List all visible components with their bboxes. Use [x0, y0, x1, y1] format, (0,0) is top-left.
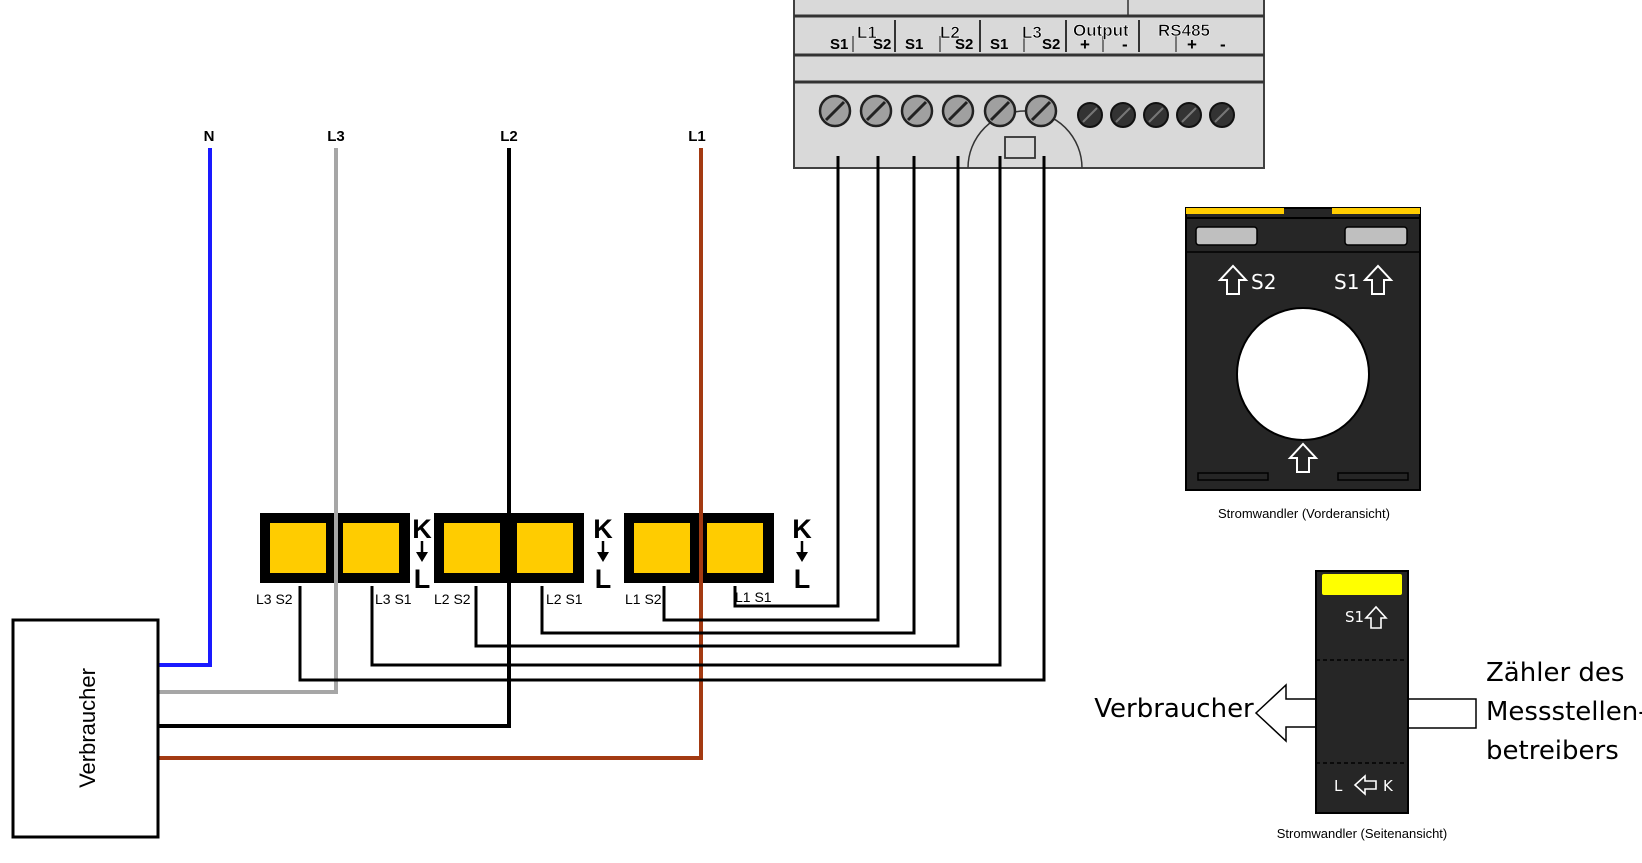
- ct-l-label: L: [794, 564, 811, 594]
- arrow-up-icon: [1362, 264, 1394, 295]
- meter-terminal-label: -: [1220, 35, 1226, 54]
- ct-k-label: K: [593, 514, 613, 544]
- ct-l-label: L: [595, 564, 612, 594]
- meter-group-l1: L1: [857, 23, 877, 42]
- ct-block-l3: K L L3 S2 L3 S1: [256, 513, 432, 607]
- ct-side-k-label: K: [1383, 777, 1394, 795]
- meter-terminal-label: S1: [905, 36, 923, 53]
- ct-side-top: [1322, 574, 1402, 595]
- ct-s1-label: L3 S1: [375, 591, 412, 607]
- line-label-l2: L2: [500, 128, 518, 145]
- screw-terminal: [1176, 102, 1202, 128]
- meter-terminal-label: +: [1080, 35, 1090, 54]
- load-box-frame: [11, 618, 160, 839]
- ct-side-load-label: Verbraucher: [1094, 694, 1254, 724]
- ct-block-l1: K L L1 S2 L1 S1: [624, 513, 812, 607]
- ct-window: [634, 523, 690, 573]
- screw-terminal: [1024, 94, 1058, 128]
- ct-side-meter-label-line: Zähler des: [1486, 658, 1624, 688]
- meter-terminal-label: S1: [990, 36, 1008, 53]
- ct-window: [707, 523, 763, 573]
- wire-l2-s2: [474, 156, 960, 648]
- screw-terminal: [941, 94, 975, 128]
- ct-l-label: L: [414, 564, 431, 594]
- load-box: Verbraucher: [11, 618, 160, 839]
- ct-side-body: [1315, 570, 1409, 814]
- meter-group-rs485: RS485: [1158, 21, 1210, 40]
- ct-k-label: K: [412, 514, 432, 544]
- arrow-up-icon: [1217, 264, 1249, 295]
- arrow-down-icon: [796, 552, 808, 562]
- line-label-n: N: [204, 128, 215, 145]
- ct-s2-label: L3 S2: [256, 591, 293, 607]
- meter-terminal-label: S1: [830, 36, 848, 53]
- ct-front-terminal: [1195, 226, 1258, 246]
- meter-aux-terminals: [1077, 102, 1235, 128]
- ct-window: [343, 523, 399, 573]
- wire-l2: [158, 148, 511, 728]
- screw-terminal: [1077, 102, 1103, 128]
- ct-front-terminal: [1344, 226, 1408, 246]
- ct-block-l2: K L L2 S2 L2 S1: [434, 513, 613, 607]
- ct-secondary-wires: [298, 156, 1046, 682]
- meter-terminal-label: S2: [873, 36, 891, 53]
- ct-side-meter-label-line: betreibers: [1486, 736, 1619, 766]
- meter-terminal-label: S2: [1042, 36, 1060, 53]
- screw-terminal: [1209, 102, 1235, 128]
- screw-terminal: [1110, 102, 1136, 128]
- meter-terminal-label: +: [1187, 35, 1197, 54]
- arrow-up-icon: [1287, 442, 1319, 473]
- wire-n: [158, 148, 212, 667]
- arrow-left-icon: [1254, 683, 1319, 743]
- ct-window: [444, 523, 500, 573]
- ct-side-meter-label-line: Messstellen-: [1486, 697, 1642, 727]
- wire-l1-s1: [733, 156, 840, 608]
- ct-s2-label: L2 S2: [434, 591, 471, 607]
- ct-front-s1-label: S1: [1334, 270, 1359, 294]
- ct-side-l-label: L: [1334, 777, 1343, 795]
- line-label-l3: L3: [327, 128, 345, 145]
- wire-l1: [158, 148, 703, 760]
- wire-l3-s1: [370, 156, 1002, 667]
- screw-terminal: [900, 94, 934, 128]
- wire-l1-s2: [662, 156, 880, 622]
- screw-terminal: [983, 94, 1017, 128]
- screw-terminal: [1143, 102, 1169, 128]
- wire-l3-s2: [298, 156, 1046, 682]
- conductor-bar: [1407, 698, 1477, 729]
- wire-l3: [158, 148, 338, 694]
- ct-k-label: K: [792, 514, 812, 544]
- ct-s2-label: L1 S2: [625, 591, 662, 607]
- meter-ct-terminals: [818, 94, 1058, 128]
- phase-wires: [158, 148, 703, 760]
- screw-terminal: [818, 94, 852, 128]
- meter-group-output: Output: [1073, 21, 1129, 40]
- ct-window: [517, 523, 573, 573]
- screw-terminal: [859, 94, 893, 128]
- ct-front-aperture: [1236, 307, 1370, 441]
- meter-group-l3: L3: [1022, 23, 1042, 42]
- load-box-label: Verbraucher: [75, 668, 100, 788]
- ct-front-s2-label: S2: [1251, 270, 1276, 294]
- ct-s1-label: L2 S1: [546, 591, 583, 607]
- line-label-l1: L1: [688, 128, 706, 145]
- ct-side-caption: Stromwandler (Seitenansicht): [1277, 826, 1448, 841]
- wire-l2-s1: [540, 156, 916, 635]
- arrow-down-icon: [597, 552, 609, 562]
- energy-meter: L1 L2 L3 Output RS485 S1 S2 S1 S2 S1 S2 …: [793, 0, 1265, 169]
- ct-side-view: S1 L K Stromwandler (Seitenansicht) Verb…: [1094, 570, 1642, 841]
- ct-window: [270, 523, 326, 573]
- ct-front-view: S2 S1 Stromwandler (Vorderansicht): [1185, 207, 1421, 521]
- meter-terminal-label: -: [1122, 35, 1128, 54]
- ct-s1-label: L1 S1: [735, 589, 772, 605]
- ct-side-s1-label: S1: [1345, 608, 1364, 626]
- arrow-down-icon: [416, 552, 428, 562]
- ct-front-caption: Stromwandler (Vorderansicht): [1218, 506, 1390, 521]
- arrow-up-icon: [1364, 605, 1388, 629]
- meter-terminal-label: S2: [955, 36, 973, 53]
- meter-body: [793, 0, 1265, 169]
- meter-group-l2: L2: [940, 23, 960, 42]
- arrow-left-icon: [1353, 774, 1377, 796]
